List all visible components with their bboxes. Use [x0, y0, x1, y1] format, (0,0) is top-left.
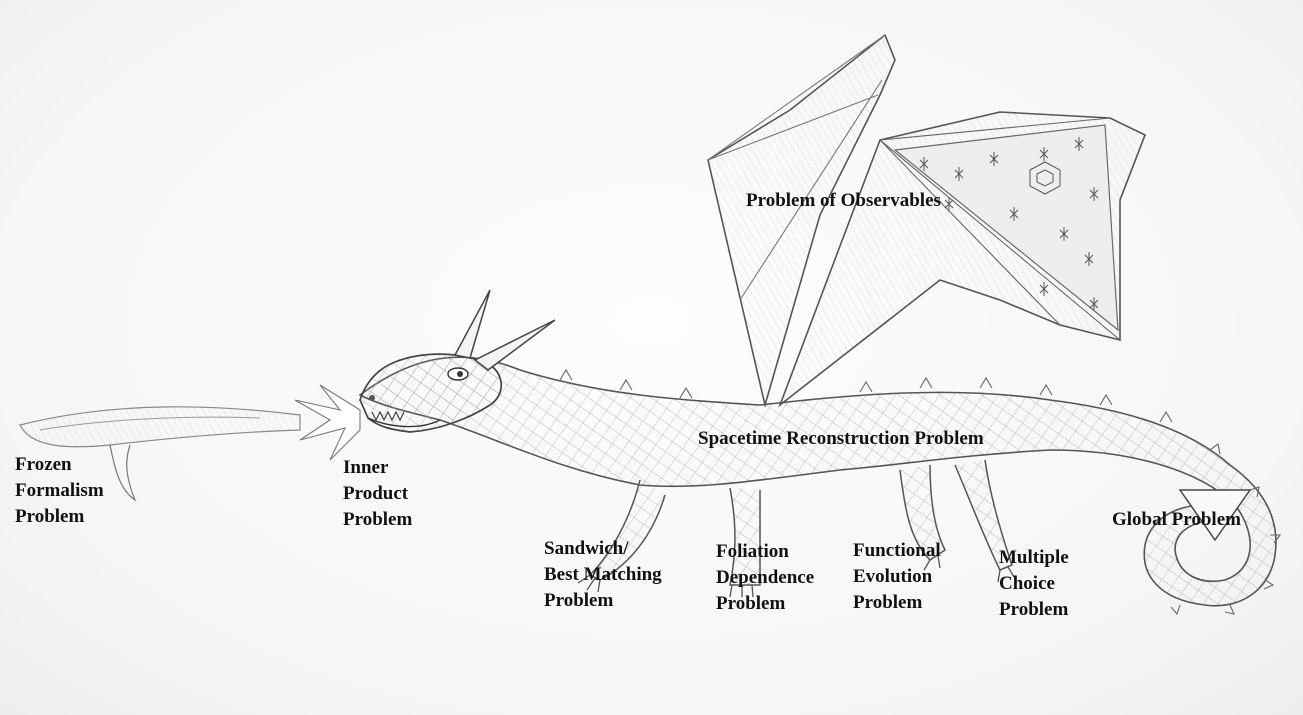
label-functional-evolution: Functional Evolution Problem [853, 538, 941, 616]
label-spacetime-reconstruction: Spacetime Reconstruction Problem [698, 426, 984, 452]
label-inner-product: Inner Product Problem [343, 455, 412, 533]
label-frozen-formalism: Frozen Formalism Problem [15, 452, 104, 530]
label-global-problem: Global Problem [1112, 507, 1241, 533]
label-foliation-dependence: Foliation Dependence Problem [716, 539, 814, 617]
label-sandwich-best-matching: Sandwich/ Best Matching Problem [544, 536, 662, 614]
label-multiple-choice: Multiple Choice Problem [999, 545, 1069, 623]
label-problem-of-observables: Problem of Observables [746, 188, 941, 214]
